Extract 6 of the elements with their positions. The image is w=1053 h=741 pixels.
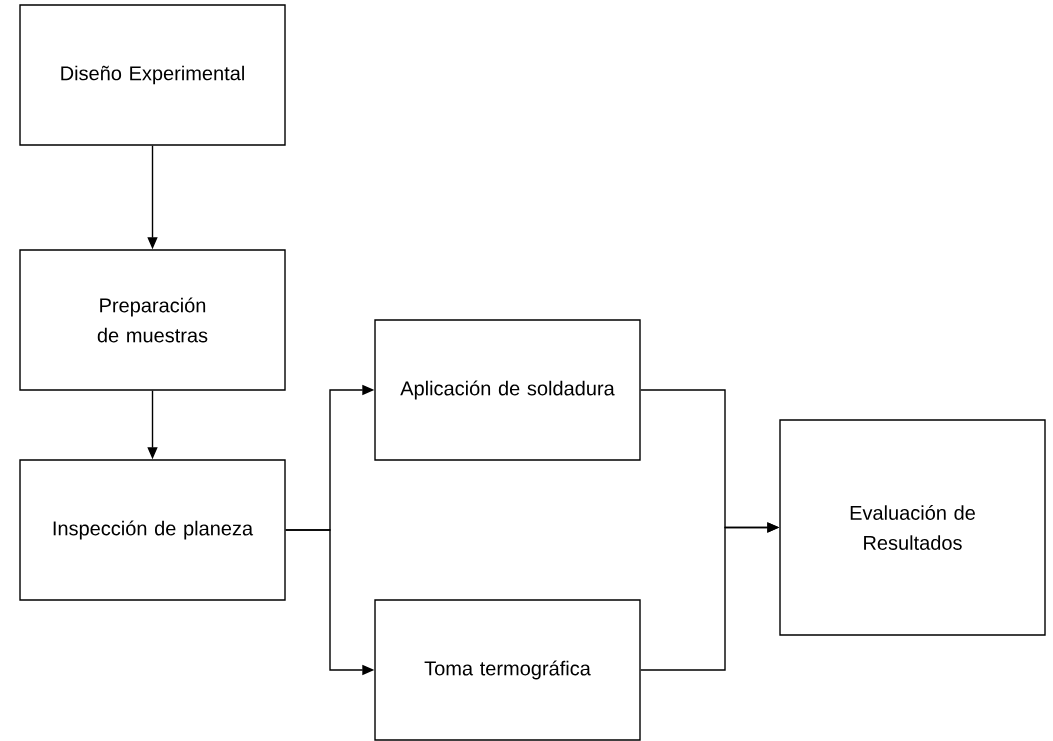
process-box: Preparación de muestras — [19, 249, 286, 391]
process-box: Toma termográfica — [374, 599, 641, 741]
process-box: Diseño Experimental — [19, 4, 286, 146]
process-box: Evaluación de Resultados — [779, 419, 1046, 636]
process-box: Inspección de planeza — [19, 459, 286, 601]
process-box: Aplicación de soldadura — [374, 319, 641, 461]
